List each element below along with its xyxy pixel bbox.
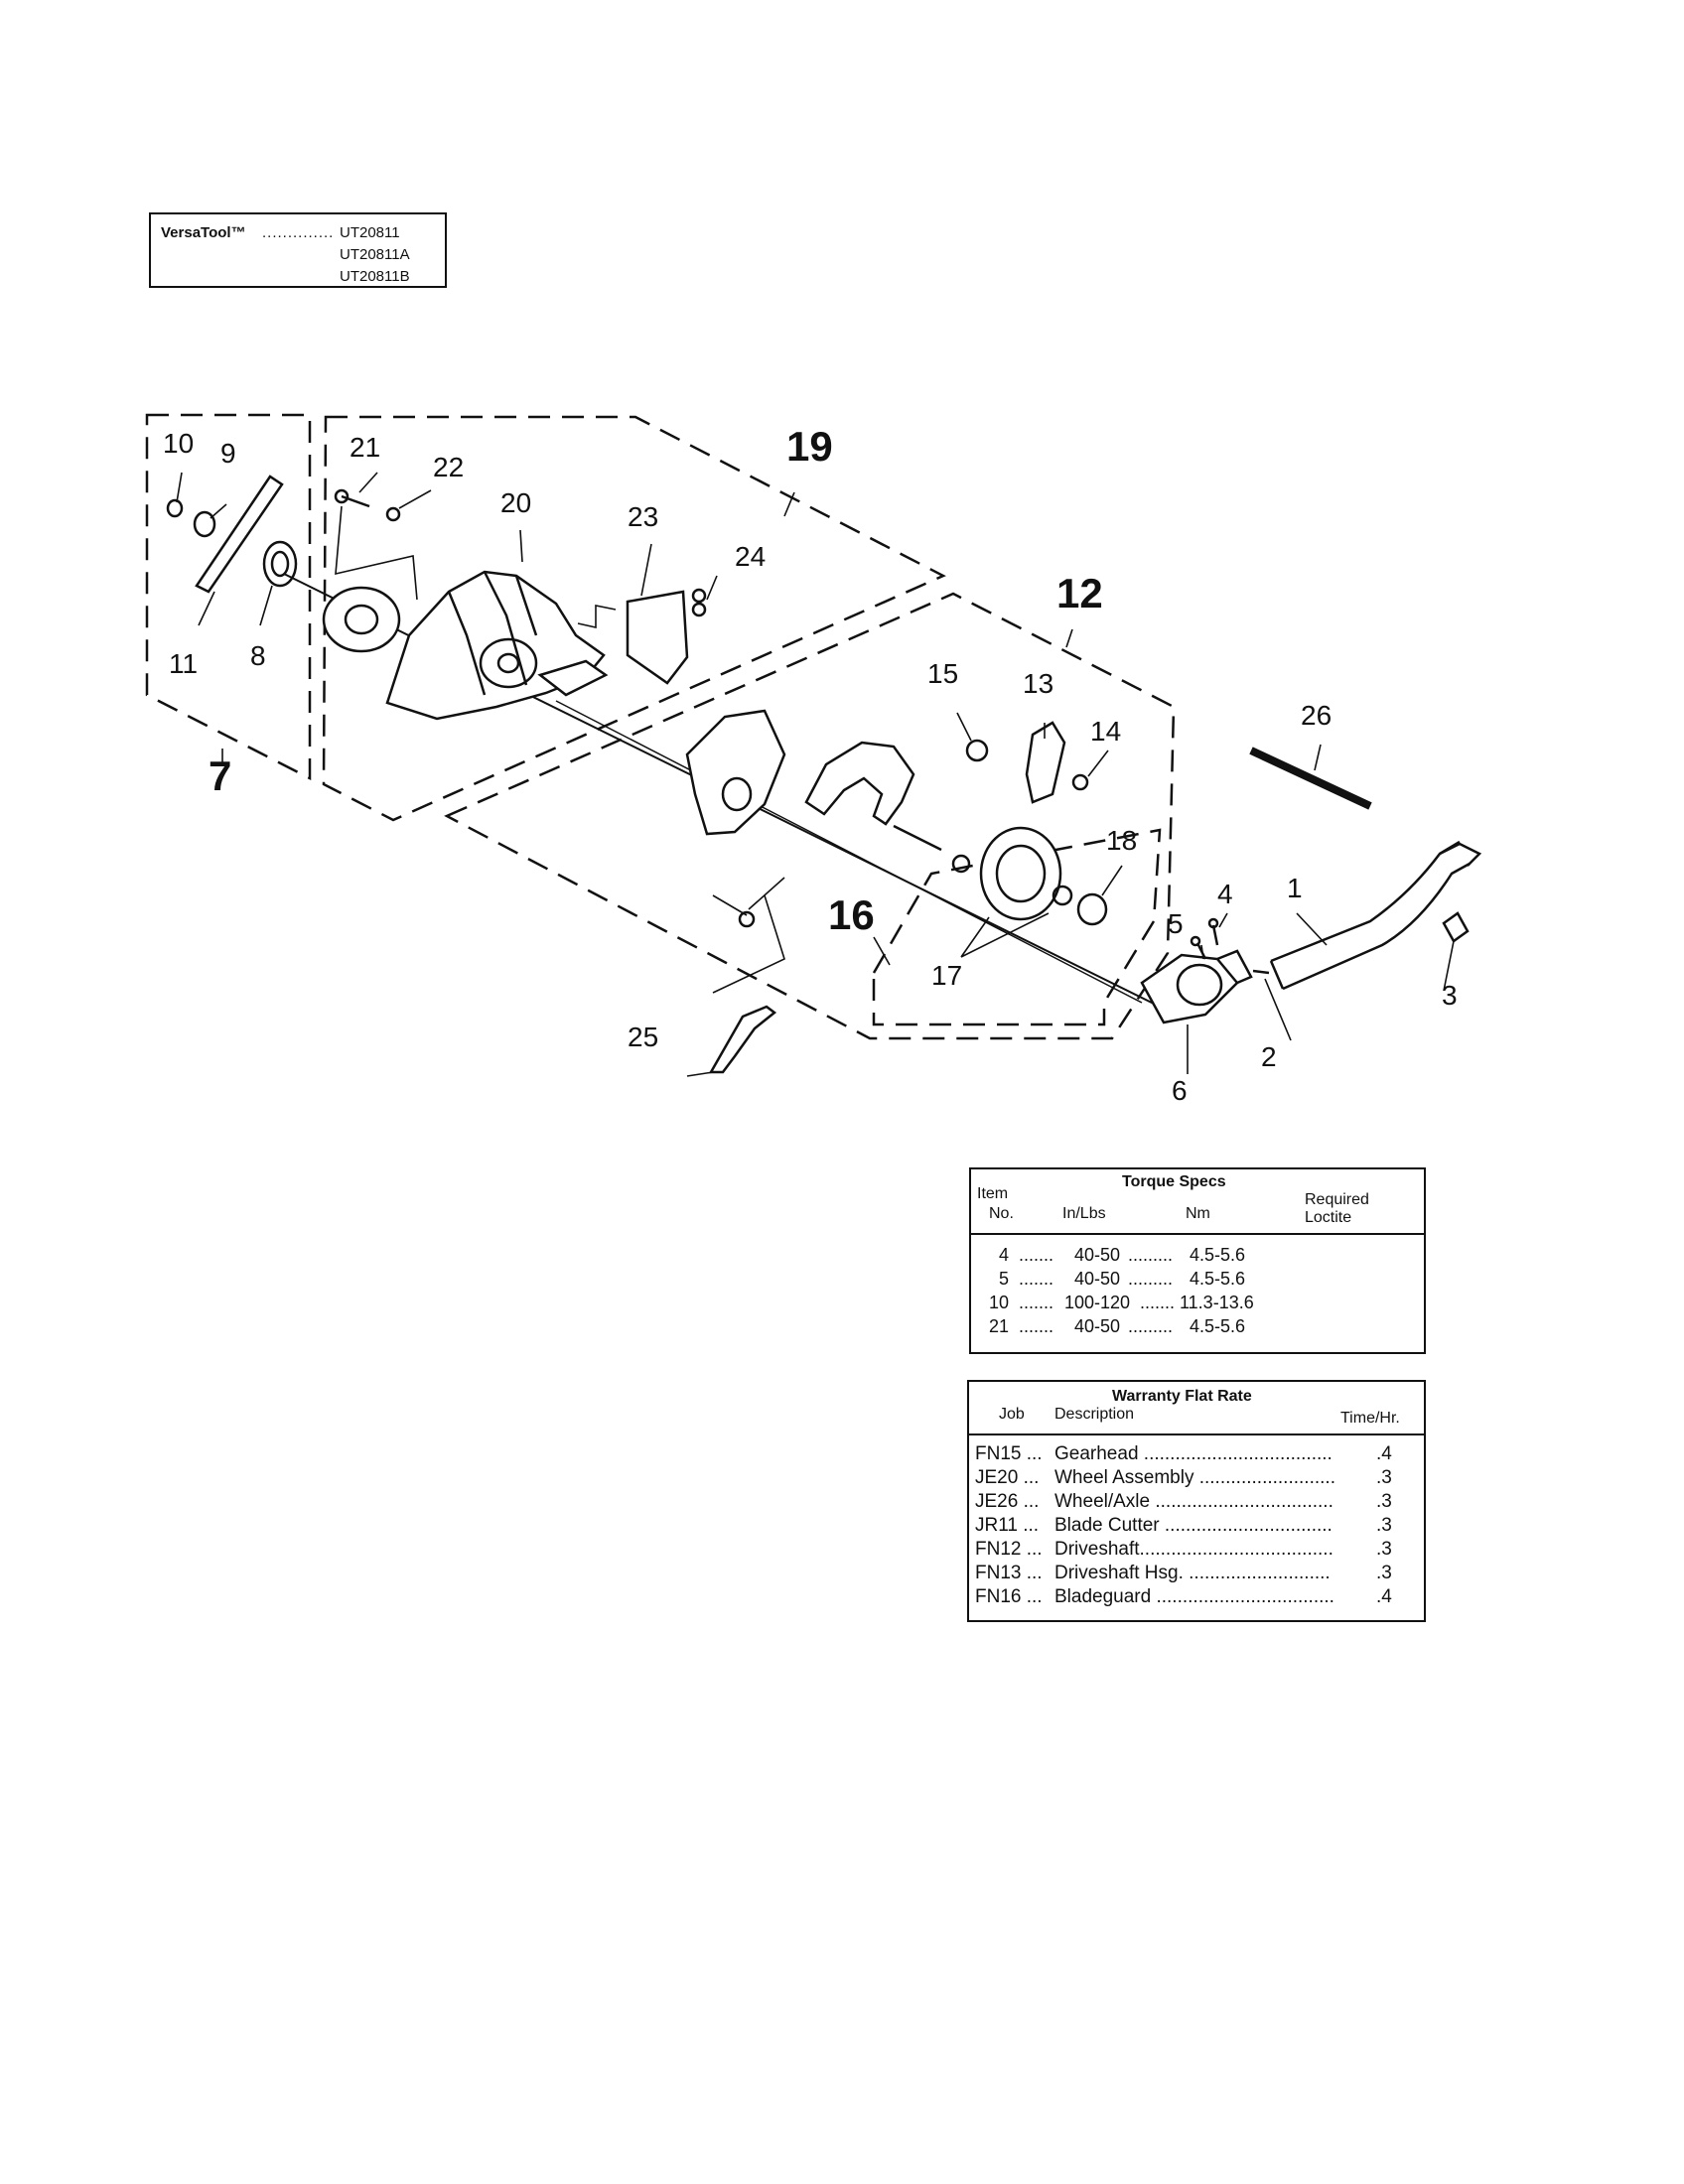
table-row: JE20 ... Wheel Assembly ................…	[975, 1467, 1392, 1488]
callout-3: 3	[1442, 980, 1458, 1011]
model-info-box: VersaTool™ .............. UT20811 UT2081…	[149, 212, 447, 288]
guard-plate	[626, 590, 689, 685]
callout-15: 15	[927, 658, 958, 689]
group-7-outline	[145, 413, 312, 781]
header-divider	[971, 1233, 1424, 1235]
table-row: FN13 ... Driveshaft Hsg. ...............…	[975, 1563, 1392, 1583]
column-header: Item	[977, 1185, 1009, 1202]
axle-part	[1249, 747, 1372, 810]
bracket-part	[685, 709, 786, 836]
guard-shield	[804, 741, 915, 826]
column-header: Description	[1054, 1406, 1135, 1423]
callout-20: 20	[500, 487, 531, 518]
header-divider	[969, 1433, 1424, 1435]
flange-part	[322, 586, 401, 653]
callout-14: 14	[1090, 716, 1121, 747]
callout-6: 6	[1172, 1075, 1188, 1106]
column-header: Loctite	[1305, 1209, 1352, 1226]
table-title: Warranty Flat Rate	[1112, 1388, 1252, 1405]
callout-25: 25	[628, 1022, 658, 1052]
model-number: UT20811B	[340, 268, 410, 285]
model-number: UT20811A	[340, 246, 410, 263]
callout-9: 9	[220, 438, 236, 469]
callout-26: 26	[1301, 700, 1332, 731]
callout-11: 11	[169, 648, 198, 679]
gearhead-part	[1140, 953, 1239, 1024]
column-header: Job	[999, 1406, 1025, 1423]
callout-8: 8	[250, 640, 266, 671]
torque-specs-table: Torque Specs Item No. In/Lbs Nm Required…	[969, 1167, 1426, 1354]
group-12-outline	[444, 592, 1176, 1040]
callout-10: 10	[163, 428, 194, 459]
column-header: In/Lbs	[1062, 1205, 1106, 1222]
table-row: JE26 ... Wheel/Axle ....................…	[975, 1491, 1392, 1512]
callout-13: 13	[1023, 668, 1053, 699]
table-title: Torque Specs	[1122, 1173, 1226, 1190]
callout-7: 7	[209, 752, 231, 799]
callout-2: 2	[1261, 1041, 1277, 1072]
callout-4: 4	[1217, 879, 1233, 909]
brand-name: VersaTool™	[161, 224, 246, 241]
clip-part	[708, 1005, 777, 1074]
spacer-part	[1025, 721, 1066, 804]
table-row: FN12 ... Driveshaft.....................…	[975, 1539, 1392, 1560]
callout-17: 17	[931, 960, 962, 991]
callout-23: 23	[628, 501, 658, 532]
shaft-tube	[1270, 840, 1471, 991]
table-row: JR11 ... Blade Cutter ..................…	[975, 1515, 1392, 1536]
table-row: FN15 ... Gearhead ......................…	[975, 1443, 1392, 1464]
hub-part	[262, 540, 298, 588]
warranty-flat-rate-table: Warranty Flat Rate Job Description Time/…	[967, 1380, 1426, 1622]
table-row: 4 ....... 40-50 ......... 4.5-5.6	[998, 1245, 1246, 1265]
callout-16: 16	[828, 891, 875, 938]
column-header: Nm	[1186, 1205, 1210, 1222]
model-number: UT20811	[340, 224, 400, 241]
wheel-part	[979, 826, 1062, 921]
table-row: 21 ....... 40-50 ......... 4.5-5.6	[988, 1316, 1246, 1336]
blade-part	[195, 475, 284, 594]
callout-12: 12	[1056, 570, 1103, 616]
table-row: FN16 ... Bladeguard ....................…	[975, 1586, 1392, 1607]
column-header: Time/Hr.	[1340, 1410, 1400, 1427]
table-row: 5 ....... 40-50 ......... 4.5-5.6	[998, 1269, 1246, 1289]
column-header: Required	[1305, 1191, 1369, 1208]
callout-5: 5	[1168, 908, 1184, 939]
callout-18: 18	[1106, 825, 1137, 856]
callout-21: 21	[350, 432, 380, 463]
callout-1: 1	[1287, 873, 1303, 903]
callout-24: 24	[735, 541, 766, 572]
table-row: 10 ....... 100-120 ....... 11.3-13.6	[988, 1293, 1254, 1312]
column-header: No.	[989, 1205, 1014, 1222]
callout-22: 22	[433, 452, 464, 482]
group-19-outline	[322, 415, 946, 822]
leader-dots: ..............	[262, 224, 335, 241]
callout-19: 19	[786, 423, 833, 470]
